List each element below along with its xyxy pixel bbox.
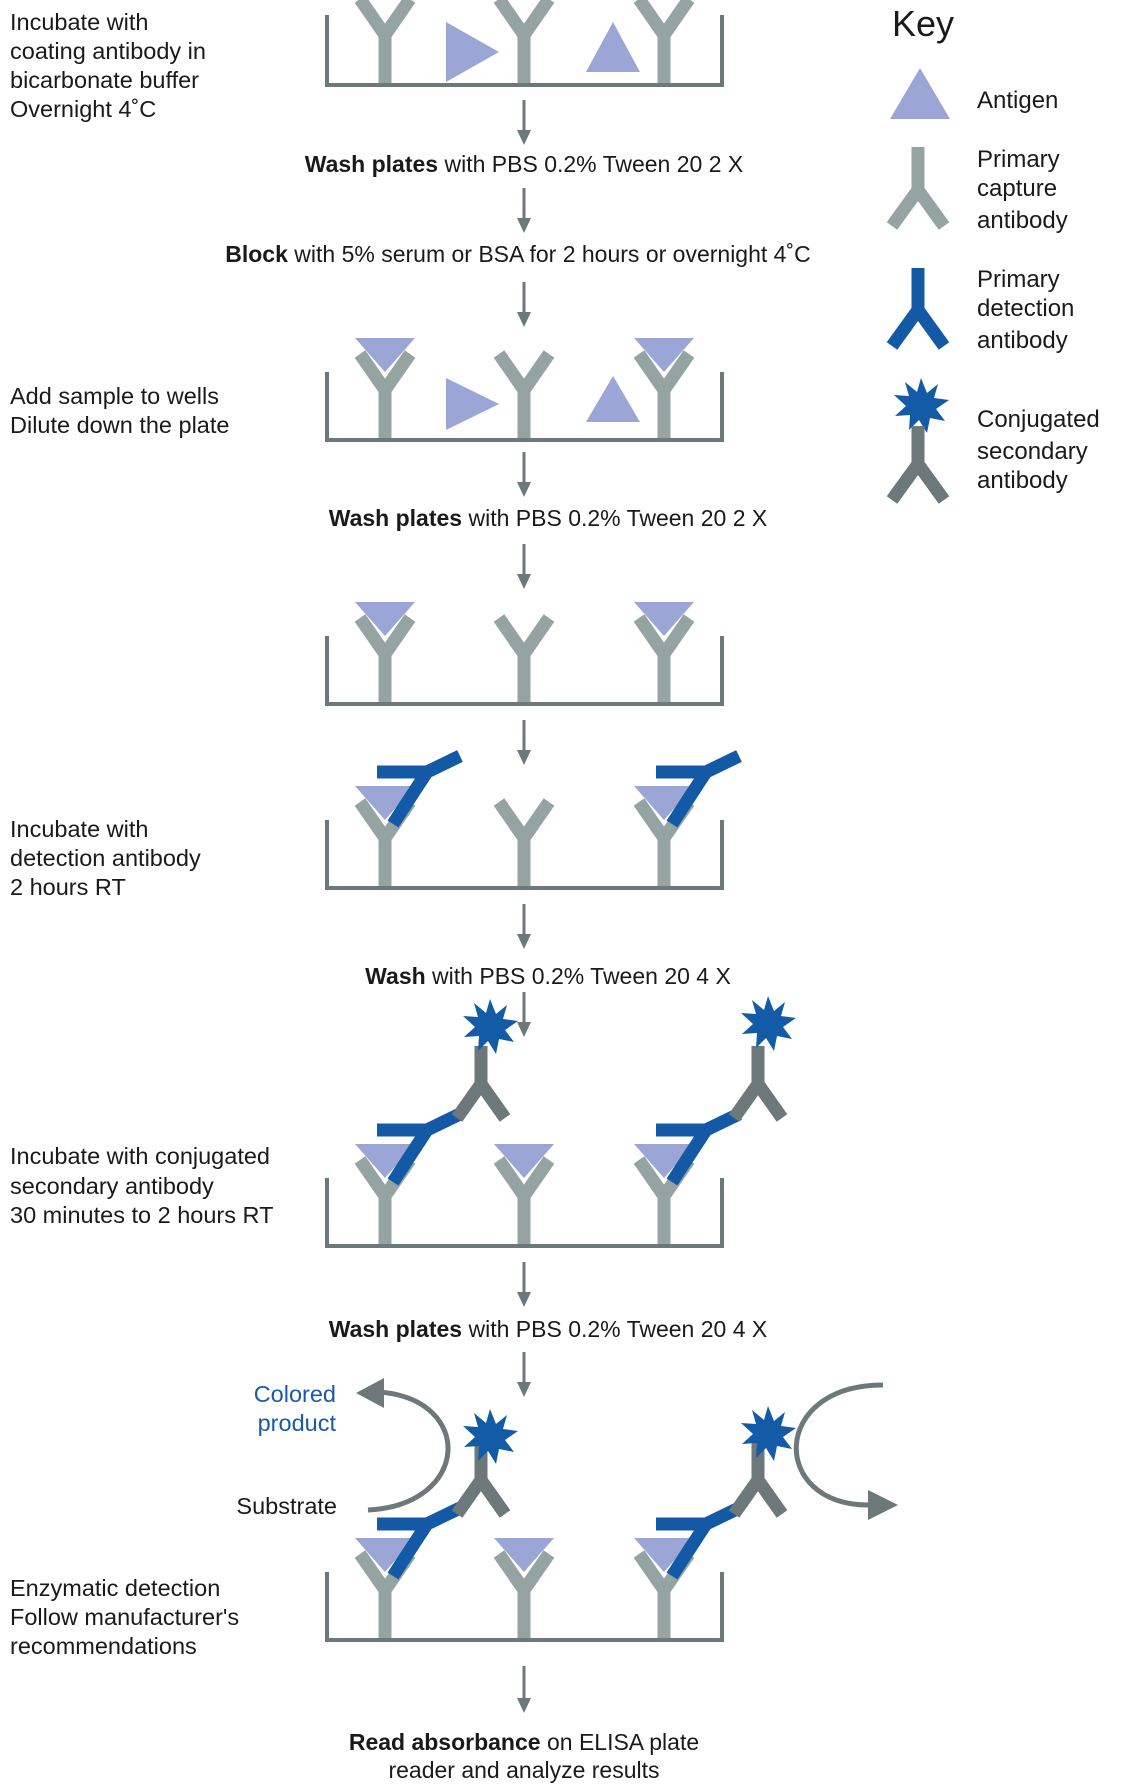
antigen-icon xyxy=(890,68,950,119)
svg-text:Incubate with: Incubate with xyxy=(10,816,148,842)
key-legend: Key Antigen Primary capture antibody Pri… xyxy=(886,3,1100,504)
svg-text:secondary antibody: secondary antibody xyxy=(10,1173,214,1199)
label-enzymatic: Enzymatic detection Follow manufacturer'… xyxy=(10,1575,239,1659)
label-detection: Incubate with detection antibody 2 hours… xyxy=(10,816,201,900)
svg-text:Add sample to wells: Add sample to wells xyxy=(10,383,219,409)
key-detection-label-2: detection xyxy=(977,295,1074,322)
well-enzymatic xyxy=(325,1378,898,1640)
conjugated-secondary-antibody-icon xyxy=(886,378,950,504)
svg-text:bicarbonate buffer: bicarbonate buffer xyxy=(10,67,199,93)
svg-text:coating antibody in: coating antibody in xyxy=(10,38,206,64)
step-wash-1: Wash plates with PBS 0.2% Tween 20 2 X xyxy=(305,151,744,177)
key-capture-label-2: capture xyxy=(977,175,1057,202)
svg-text:2 hours RT: 2 hours RT xyxy=(10,874,126,900)
step-wash-3: Wash with PBS 0.2% Tween 20 4 X xyxy=(365,963,731,989)
substrate-arc-left xyxy=(367,1389,451,1513)
label-sample: Add sample to wells Dilute down the plat… xyxy=(10,383,229,438)
step-wash-4: Wash plates with PBS 0.2% Tween 20 4 X xyxy=(329,1316,768,1342)
key-antigen-label: Antigen xyxy=(977,87,1058,114)
flow-arrows xyxy=(517,100,531,1713)
key-secondary-label-3: antibody xyxy=(977,467,1068,494)
well-washed xyxy=(325,602,724,704)
well-coating xyxy=(325,0,724,85)
label-secondary: Incubate with conjugated secondary antib… xyxy=(10,1143,273,1228)
step-read: Read absorbance on ELISA plate xyxy=(349,1729,699,1755)
key-secondary-label-1: Conjugated xyxy=(977,406,1100,433)
svg-text:Follow manufacturer's: Follow manufacturer's xyxy=(10,1604,239,1630)
key-capture-label-1: Primary xyxy=(977,146,1060,173)
step-read-line2: reader and analyze results xyxy=(388,1757,659,1783)
key-capture-label-3: antibody xyxy=(977,207,1068,234)
key-detection-label-1: Primary xyxy=(977,266,1060,293)
svg-text:Overnight 4˚C: Overnight 4˚C xyxy=(10,96,156,122)
substrate-label: Substrate xyxy=(236,1493,337,1519)
svg-text:Enzymatic detection: Enzymatic detection xyxy=(10,1575,220,1601)
svg-text:30 minutes to 2 hours RT: 30 minutes to 2 hours RT xyxy=(10,1202,273,1228)
detection-antibody-icon xyxy=(886,268,950,350)
capture-antibody-icon xyxy=(886,147,950,230)
key-detection-label-3: antibody xyxy=(977,327,1068,354)
step-wash-2: Wash plates with PBS 0.2% Tween 20 2 X xyxy=(329,505,768,531)
colored-product-label: Colored xyxy=(254,1381,336,1407)
well-sample xyxy=(325,338,724,440)
step-block: Block with 5% serum or BSA for 2 hours o… xyxy=(225,241,810,267)
key-title: Key xyxy=(892,3,954,44)
label-coating: Incubate with coating antibody in bicarb… xyxy=(10,9,206,122)
colored-product-label-line2: product xyxy=(258,1410,337,1436)
key-secondary-label-2: secondary xyxy=(977,438,1088,465)
substrate-arc-right xyxy=(793,1382,884,1508)
svg-text:Incubate with conjugated: Incubate with conjugated xyxy=(10,1143,270,1169)
svg-text:Dilute down the plate: Dilute down the plate xyxy=(10,412,229,438)
svg-text:Incubate with: Incubate with xyxy=(10,9,148,35)
svg-text:detection antibody: detection antibody xyxy=(10,845,201,871)
well-detection xyxy=(325,750,742,888)
svg-text:recommendations: recommendations xyxy=(10,1633,197,1659)
well-secondary xyxy=(325,996,796,1246)
